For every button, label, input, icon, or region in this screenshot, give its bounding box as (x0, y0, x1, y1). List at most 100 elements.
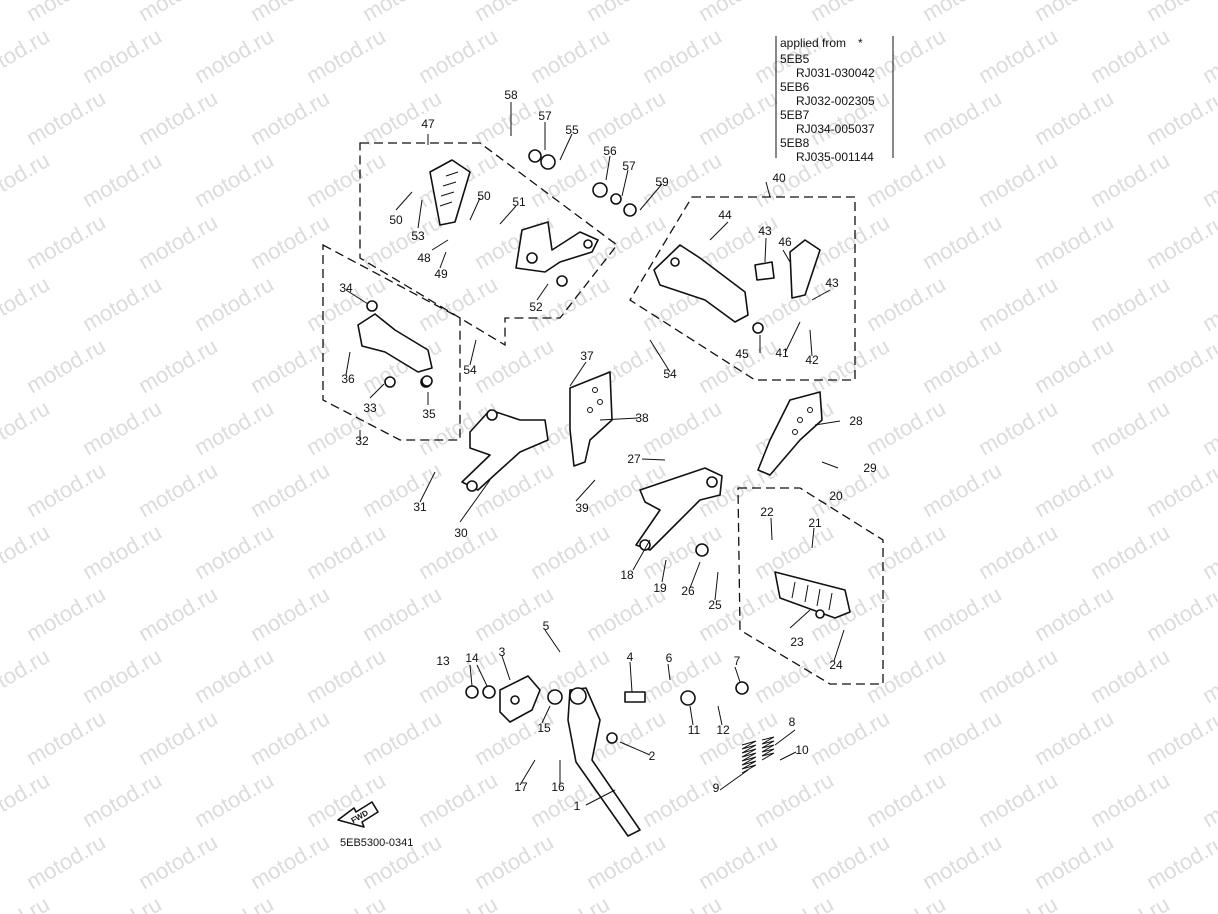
watermark-text: motod.ru (750, 767, 838, 832)
watermark-text: motod.ru (1030, 705, 1118, 770)
watermark-text: motod.ru (78, 271, 166, 336)
watermark-text: motod.ru (526, 519, 614, 584)
watermark-text: motod.ru (750, 891, 838, 914)
watermark-text: motod.ru (750, 643, 838, 708)
callout: 40 (772, 171, 786, 185)
callout: 27 (627, 452, 641, 466)
callout: 25 (708, 598, 722, 612)
callout: 16 (551, 780, 565, 794)
watermark-text: motod.ru (526, 891, 614, 914)
watermark-text: motod.ru (806, 829, 894, 894)
callout: 12 (716, 723, 730, 737)
watermark-text: motod.ru (78, 767, 166, 832)
applied-from-box: applied from * 5EB5 RJ031-030042 5EB6 RJ… (775, 36, 894, 164)
callout: 24 (829, 658, 843, 672)
watermark-text: motod.ru (974, 891, 1062, 914)
watermark-text: motod.ru (1142, 829, 1218, 894)
watermark-text: motod.ru (22, 0, 110, 26)
watermark-text: motod.ru (22, 457, 110, 522)
watermark-text: motod.ru (134, 333, 222, 398)
watermark-text: motod.ru (1142, 457, 1218, 522)
watermark-text: motod.ru (1198, 23, 1218, 88)
watermark-text: motod.ru (246, 457, 334, 522)
watermark-text: motod.ru (694, 0, 782, 26)
callout: 19 (653, 581, 667, 595)
watermark-text: motod.ru (246, 581, 334, 646)
watermark-text: motod.ru (694, 333, 782, 398)
watermark-text: motod.ru (78, 395, 166, 460)
watermark-text: motod.ru (1030, 209, 1118, 274)
callout: 45 (735, 347, 749, 361)
watermark-text: motod.ru (358, 457, 446, 522)
watermark-text: motod.ru (246, 705, 334, 770)
watermark-text: motod.ru (0, 767, 54, 832)
callout: 50 (477, 189, 491, 203)
callout: 2 (649, 749, 656, 763)
springs (741, 736, 775, 774)
callout: 13 (436, 654, 450, 668)
watermark-text: motod.ru (78, 23, 166, 88)
watermark-text: motod.ru (22, 705, 110, 770)
watermark-text: motod.ru (750, 519, 838, 584)
watermark-text: motod.ru (0, 891, 54, 914)
callout: 4 (627, 650, 634, 664)
callout: 28 (849, 414, 863, 428)
watermark-text: motod.ru (862, 395, 950, 460)
watermark-text: motod.ru (638, 23, 726, 88)
callout: 26 (681, 584, 695, 598)
callout: 23 (790, 635, 804, 649)
watermark-text: motod.ru (1030, 333, 1118, 398)
watermark-text: motod.ru (0, 271, 54, 336)
group-20-outline (737, 487, 884, 685)
watermark-text: motod.ru (190, 271, 278, 336)
watermark-text: motod.ru (246, 333, 334, 398)
callout: 30 (454, 526, 468, 540)
callout: 57 (538, 109, 552, 123)
callout: 7 (734, 654, 741, 668)
callout: 3 (499, 645, 506, 659)
watermark-text: motod.ru (806, 0, 894, 26)
watermark-text: motod.ru (302, 519, 390, 584)
applied-model-2: 5EB6 (780, 80, 810, 94)
rear-footpeg-right (429, 159, 471, 226)
watermark-text: motod.ru (190, 395, 278, 460)
watermark-text: motod.ru (862, 147, 950, 212)
front-right-footrest (357, 300, 433, 388)
watermark-text: motod.ru (22, 333, 110, 398)
watermark-text: motod.ru (918, 85, 1006, 150)
watermark-text: motod.ru (862, 23, 950, 88)
watermark-text: motod.ru (1198, 395, 1218, 460)
watermark-text: motod.ru (134, 0, 222, 26)
watermark-text: motod.ru (1086, 643, 1174, 708)
callout: 17 (514, 780, 528, 794)
watermark-text: motod.ru (414, 891, 502, 914)
watermark-text: motod.ru (78, 147, 166, 212)
sidestand (567, 687, 641, 837)
watermark-text: motod.ru (134, 581, 222, 646)
callout: 1 (574, 799, 581, 813)
watermark-text: motod.ru (638, 891, 726, 914)
diagram-code: 5EB5300-0341 (340, 837, 413, 849)
callout: 18 (620, 568, 634, 582)
watermark-text: motod.ru (638, 767, 726, 832)
callout: 59 (655, 175, 669, 189)
watermark-text: motod.ru (22, 829, 110, 894)
watermark-text: motod.ru (414, 767, 502, 832)
applied-from-marker: * (858, 36, 863, 50)
callout: 47 (421, 117, 435, 131)
watermark-text: motod.ru (302, 643, 390, 708)
watermark-text: motod.ru (694, 829, 782, 894)
callout: 34 (339, 281, 353, 295)
watermark-text: motod.ru (1086, 395, 1174, 460)
watermark-text: motod.ru (22, 209, 110, 274)
watermark-text: motod.ru (190, 643, 278, 708)
callout: 44 (718, 208, 732, 222)
callout: 38 (635, 411, 649, 425)
watermark-text: motod.ru (134, 705, 222, 770)
callout: 52 (529, 300, 543, 314)
callout: 21 (808, 516, 822, 530)
applied-from-title: applied from (780, 36, 846, 50)
callout: 48 (417, 251, 431, 265)
watermark-text: motod.ru (78, 891, 166, 914)
